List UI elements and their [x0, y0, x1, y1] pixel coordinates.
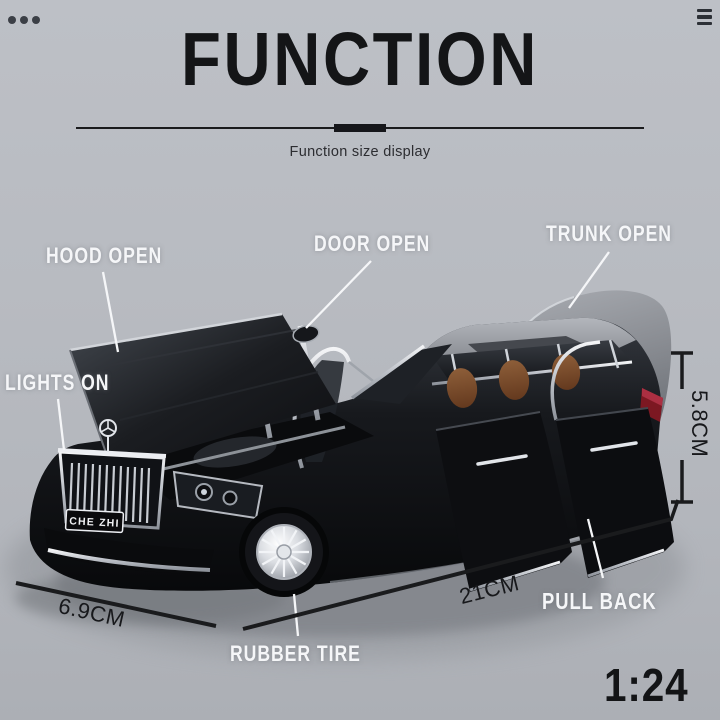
- label-lights-on: LIGHTS ON: [5, 370, 110, 395]
- label-trunk-open: TRUNK OPEN: [546, 221, 672, 246]
- windshield: [350, 344, 452, 404]
- label-pull-back: PULL BACK: [542, 588, 657, 614]
- page-subtitle: Function size display: [289, 144, 431, 160]
- leader-line-pull-back: [586, 518, 605, 579]
- license-plate: CHE ZHI: [64, 508, 125, 534]
- rear-door-open: [550, 340, 674, 578]
- front-wheel: [239, 507, 329, 597]
- width-dim-line: [15, 581, 217, 628]
- page-title: FUNCTION: [181, 17, 539, 101]
- length-dim-tick: [669, 499, 680, 521]
- hood-ornament-star: [99, 419, 117, 452]
- more-options-icon[interactable]: [8, 16, 40, 24]
- front-grille: [57, 448, 167, 530]
- door-mirror: [292, 324, 320, 344]
- leader-line-lights: [56, 398, 66, 451]
- leader-line-hood: [101, 271, 120, 353]
- title-divider: [76, 124, 644, 132]
- license-plate-text: CHE ZHI: [69, 515, 120, 530]
- scale-ratio: 1:24: [604, 659, 689, 711]
- label-door-open: DOOR OPEN: [314, 231, 431, 256]
- front-bumper: [44, 528, 214, 574]
- height-dimension-value: 5.8CM: [687, 390, 712, 458]
- length-dim-line: [242, 517, 673, 631]
- label-rubber-tire: RUBBER TIRE: [230, 641, 361, 666]
- label-hood-open: HOOD OPEN: [46, 243, 163, 268]
- leader-line-door: [305, 260, 372, 329]
- hamburger-menu-icon[interactable]: [697, 9, 712, 26]
- leader-line-trunk: [568, 251, 610, 309]
